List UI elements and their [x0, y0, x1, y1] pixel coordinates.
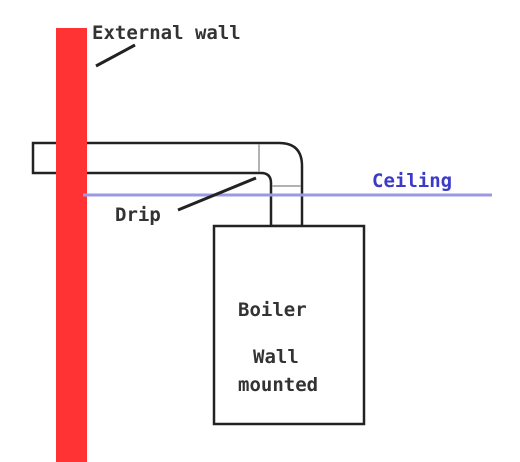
boiler-box	[212, 224, 366, 426]
external-wall	[56, 28, 87, 462]
external-wall-label: External wall	[92, 22, 241, 44]
drip-leader	[177, 176, 257, 212]
wall-mounted-label-line1: Wall	[253, 346, 299, 368]
external-wall-leader	[95, 43, 136, 68]
drip-label: Drip	[115, 204, 161, 226]
ceiling-label: Ceiling	[372, 170, 452, 192]
boiler-label: Boiler	[238, 299, 307, 321]
wall-mounted-label-line2: mounted	[238, 374, 318, 396]
